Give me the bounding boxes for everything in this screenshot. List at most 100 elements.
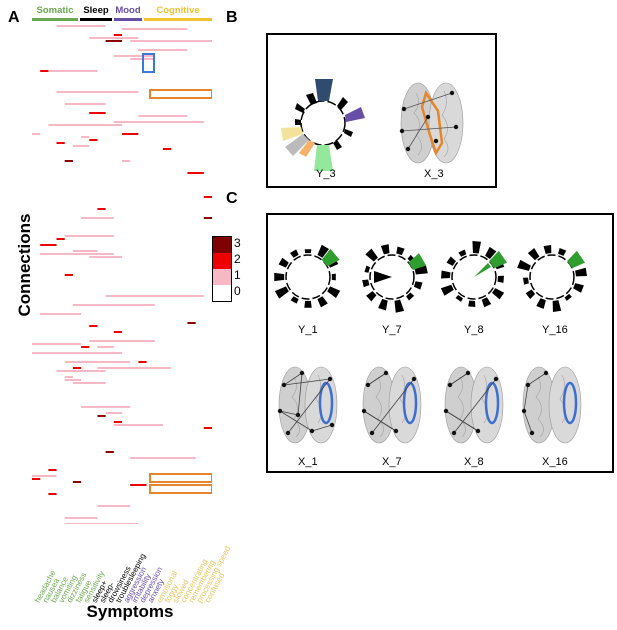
panel-b-figure: Y_3 X_3	[281, 79, 464, 180]
brain-x3	[399, 82, 464, 164]
heatmap-row-band	[48, 124, 123, 126]
brain-x7	[361, 366, 422, 444]
color-legend	[212, 236, 232, 302]
legend-tick-2: 2	[234, 252, 241, 266]
heatmap-cell	[64, 274, 73, 276]
panel-a-label: A	[8, 9, 20, 26]
heatmap-cell	[187, 172, 204, 174]
legend-swatch-3	[213, 237, 231, 253]
heatmap-row-band	[64, 361, 131, 363]
heatmap-row-band	[89, 340, 155, 342]
heatmap-row-band	[32, 343, 82, 345]
heatmap-cell	[105, 451, 114, 453]
legend-swatch-0	[213, 285, 231, 301]
legend-swatch-1	[213, 269, 231, 285]
circular-plot-y16	[517, 245, 587, 312]
heatmap-row-band	[72, 382, 106, 384]
heatmap-row-band	[64, 523, 139, 524]
heatmap-row-band	[81, 406, 131, 408]
heatmap-cell	[113, 331, 122, 333]
heatmap-cell	[187, 322, 196, 324]
heatmap-row-band	[48, 70, 98, 72]
heatmap-cell	[97, 415, 106, 417]
heatmap-row-band	[32, 352, 122, 354]
heatmap-row-band	[97, 505, 131, 507]
heatmap-row-band	[97, 367, 172, 369]
heatmap-row-band	[113, 121, 204, 123]
heatmap-cell	[162, 148, 172, 150]
panel-b-label: B	[226, 9, 238, 26]
heatmap-row-band	[40, 313, 82, 315]
group-label-somatic: Somatic	[36, 5, 74, 16]
label-y3: Y_3	[316, 168, 336, 180]
x-axis-label: Symptoms	[86, 602, 174, 621]
group-bar-cognitive	[144, 18, 212, 21]
circular-plot-y7	[362, 244, 428, 313]
heatmap-cell	[81, 346, 90, 348]
heatmap-row-band	[32, 475, 57, 477]
heatmap-row-band	[56, 370, 106, 372]
group-label-cognitive: Cognitive	[156, 5, 200, 16]
heatmap-row-band	[105, 295, 204, 297]
label-y16: Y_16	[542, 324, 568, 336]
heatmap-cell	[72, 481, 82, 483]
label-y1: Y_1	[298, 324, 318, 336]
legend-swatch-2	[213, 253, 231, 269]
label-x1: X_1	[298, 456, 318, 468]
heatmap-cell	[64, 160, 73, 162]
heatmap-cell	[122, 133, 139, 135]
label-x7: X_7	[382, 456, 402, 468]
legend-tick-1: 1	[234, 268, 241, 282]
brain-x16	[521, 366, 582, 444]
heatmap-row-band	[81, 217, 114, 219]
heatmap-row-band	[56, 91, 139, 93]
circular-plot-y1	[274, 244, 341, 308]
heatmap-row-band	[122, 160, 131, 162]
heatmap-cell	[105, 40, 122, 42]
legend-tick-3: 3	[234, 236, 241, 250]
heatmap-row-band	[105, 412, 122, 414]
heatmap-cell	[89, 325, 98, 327]
group-label-mood: Mood	[115, 5, 141, 16]
label-y8: Y_8	[464, 324, 484, 336]
heatmap-cell	[56, 142, 65, 144]
heatmap-row-band	[138, 115, 188, 117]
heatmap-cell	[203, 196, 212, 198]
heatmap-row-band	[56, 25, 106, 27]
circular-plot-y3	[281, 79, 365, 171]
heatmap-row-band	[113, 55, 155, 57]
heatmap-cell	[113, 34, 122, 36]
heatmap-cell	[72, 367, 82, 369]
heatmap-row-band	[64, 379, 82, 381]
heatmap-row-band	[40, 253, 114, 255]
panel-b-box: Y_3 X_3	[266, 33, 497, 188]
heatmap-cell	[130, 484, 147, 486]
group-label-sleep: Sleep	[83, 5, 109, 16]
panel-c-label: C	[226, 190, 238, 207]
heatmap-cell	[32, 478, 41, 480]
heatmap-row-band	[64, 103, 106, 105]
highlight-box-blue	[142, 53, 155, 73]
heatmap-cell	[56, 238, 65, 240]
heatmap-row-band	[72, 145, 90, 147]
heatmap-cell	[40, 244, 57, 246]
highlight-box-orange-bottom-2	[149, 484, 212, 494]
heatmap-row-band	[97, 346, 114, 348]
heatmap-row-band	[64, 517, 98, 519]
brain-x8	[443, 366, 504, 444]
heatmap-row-band	[32, 133, 41, 135]
heatmap-cell	[89, 112, 106, 114]
heatmap-cell	[48, 493, 57, 495]
heatmap-cell	[97, 208, 106, 210]
heatmap-row-band	[72, 250, 98, 252]
group-bar-somatic	[32, 18, 78, 21]
heatmap-cell	[203, 427, 212, 429]
group-bar-mood	[114, 18, 142, 21]
heatmap-row-band	[64, 235, 114, 237]
label-y7: Y_7	[382, 324, 402, 336]
heatmap-cell	[203, 217, 212, 219]
label-x8: X_8	[464, 456, 484, 468]
heatmap-row-band	[130, 457, 196, 459]
y-axis-label: Connections	[15, 213, 34, 317]
